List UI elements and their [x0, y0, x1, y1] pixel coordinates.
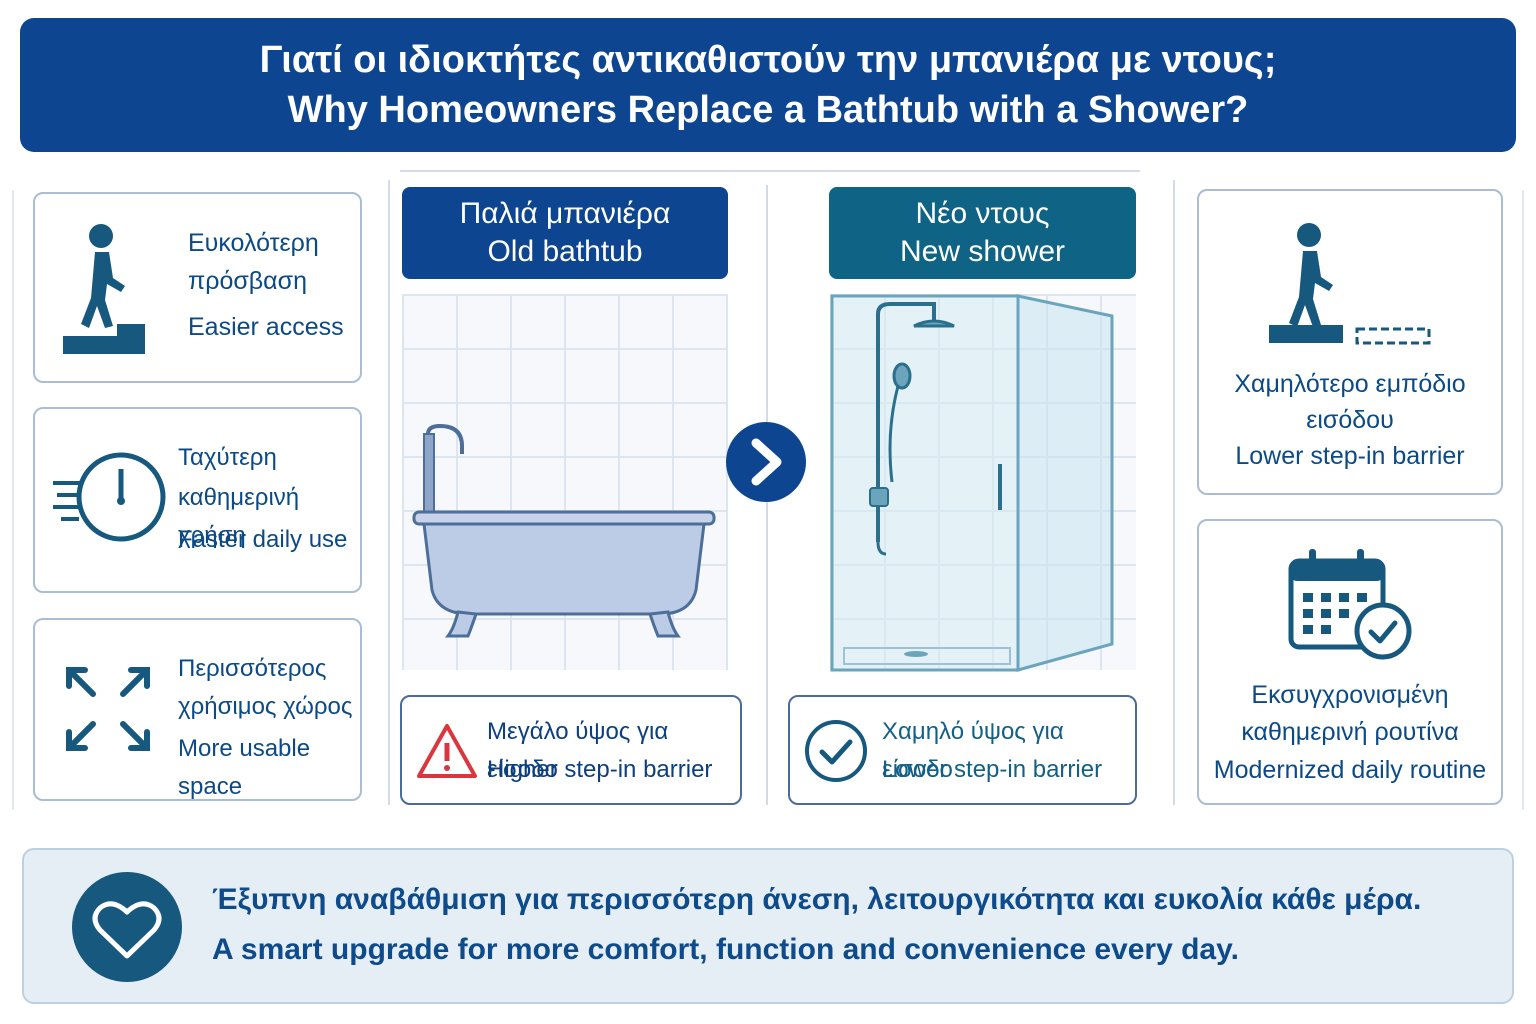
calendar-check-icon — [1288, 549, 1412, 660]
card-label-el-2: χρήσιμος χώρος — [178, 693, 353, 720]
title-english: Why Homeowners Replace a Bathtub with a … — [287, 89, 1249, 131]
chevron-right-icon — [726, 422, 806, 502]
fast-clock-icon — [53, 452, 166, 542]
card-label-el-1: Περισσότερος — [178, 655, 327, 682]
warning-icon — [417, 724, 477, 778]
new-shower-header: Νέο ντους New shower — [829, 187, 1136, 279]
check-circle-icon — [805, 720, 867, 782]
new-shower-title-en: New shower — [899, 235, 1066, 268]
edge-right — [1522, 190, 1524, 810]
card-label-en: More usable space — [178, 735, 311, 800]
person-step-icon — [63, 224, 145, 354]
card-label-el-2: καθημερινή ρουτίνα — [1241, 718, 1459, 746]
card-label-el-2: καθημερινή χρήση — [178, 484, 300, 549]
footer-text-el: Έξυπνη αναβάθμιση για περισσότερη άνεση,… — [212, 883, 1422, 916]
card-easier-access: Ευκολότερη πρόσβαση Easier access — [33, 192, 362, 383]
card-label-en: Lower step-in barrier — [1235, 442, 1465, 470]
person-low-step-icon — [1269, 223, 1431, 345]
heart-badge — [72, 872, 182, 982]
old-note: Μεγάλο ύψος για είσοδο Higher step-in ba… — [400, 695, 742, 805]
title-banner: Γιατί οι ιδιοκτήτες αντικαθιστούν την μπ… — [20, 18, 1516, 152]
heart-icon — [92, 901, 162, 959]
shower-enclosure-icon — [830, 294, 1114, 672]
card-label-en: Faster daily use — [178, 526, 348, 553]
new-note-el: Χαμηλό ύψος για είσοδο — [882, 718, 1064, 783]
card-more-space: Περισσότερος χρήσιμος χώρος More usable … — [33, 618, 362, 801]
card-label-el-1: Ταχύτερη — [178, 444, 277, 471]
old-bathtub-title-el: Παλιά μπανιέρα — [459, 197, 671, 230]
card-modern-routine: Εκσυγχρονισμένη καθημερινή ρουτίνα Moder… — [1197, 519, 1503, 805]
card-label-en: Easier access — [188, 313, 344, 341]
title-greek: Γιατί οι ιδιοκτήτες αντικαθιστούν την μπ… — [259, 39, 1277, 81]
new-note-en: Lower step-in barrier — [882, 756, 1103, 783]
expand-arrows-icon — [66, 667, 150, 751]
card-faster-use: Ταχύτερη καθημερινή χρήση Faster daily u… — [33, 407, 362, 593]
divider-right — [1173, 180, 1175, 805]
new-note: Χαμηλό ύψος για είσοδο Lower step-in bar… — [788, 695, 1137, 805]
card-label-el-1: Ευκολότερη — [188, 229, 319, 257]
footer-text-en: A smart upgrade for more comfort, functi… — [212, 933, 1239, 966]
old-note-el: Μεγάλο ύψος για είσοδο — [487, 718, 669, 783]
old-bathtub-title-en: Old bathtub — [487, 235, 643, 268]
card-lower-barrier: Χαμηλότερο εμπόδιο εισόδου Lower step-in… — [1197, 189, 1503, 495]
card-label-en: Modernized daily routine — [1213, 756, 1487, 784]
bathtub-icon — [412, 423, 716, 638]
card-label-el-1: Χαμηλότερο εμπόδιο — [1234, 370, 1466, 398]
top-divider — [400, 170, 1140, 172]
new-shower-title-el: Νέο ντους — [915, 197, 1050, 230]
old-note-en: Higher step-in barrier — [487, 756, 713, 783]
edge-left — [12, 190, 14, 810]
footer-banner: Έξυπνη αναβάθμιση για περισσότερη άνεση,… — [22, 848, 1514, 1004]
card-label-el-2: εισόδου — [1306, 406, 1394, 434]
card-label-el-1: Εκσυγχρονισμένη — [1251, 681, 1449, 709]
old-bathtub-header: Παλιά μπανιέρα Old bathtub — [402, 187, 728, 279]
card-label-el-2: πρόσβαση — [188, 267, 307, 295]
divider-left — [388, 180, 390, 805]
